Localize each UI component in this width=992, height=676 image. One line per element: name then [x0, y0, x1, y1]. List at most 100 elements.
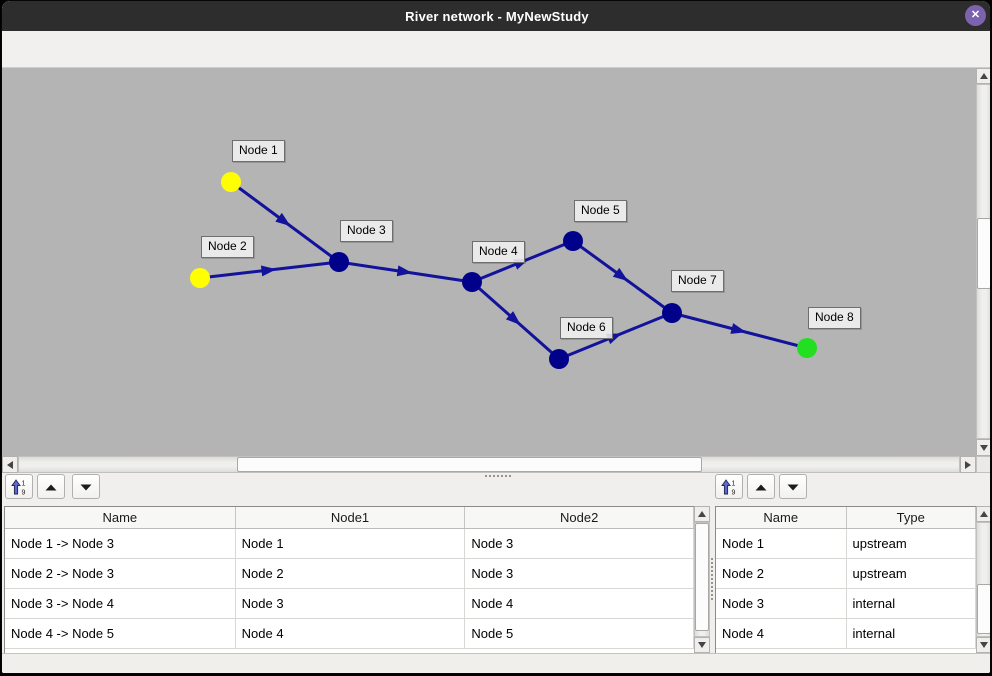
table-cell[interactable]: Node 2	[716, 559, 847, 588]
canvas-scroll-down-button[interactable]	[976, 439, 990, 456]
network-node[interactable]	[190, 268, 210, 288]
network-node[interactable]	[549, 349, 569, 369]
canvas-scroll-up-button[interactable]	[976, 68, 990, 84]
node-label[interactable]: Node 4	[472, 241, 525, 263]
nodes-scroll-down-button[interactable]	[976, 637, 990, 653]
node-label[interactable]: Node 1	[232, 140, 285, 162]
table-cell[interactable]: Node 4	[465, 589, 694, 618]
node-label[interactable]: Node 2	[201, 236, 254, 258]
close-button[interactable]: ✕	[965, 5, 986, 26]
table-cell[interactable]: Node 4	[236, 619, 466, 648]
table-cell[interactable]: Node 1	[716, 529, 847, 558]
table-cell[interactable]: Node 3	[465, 529, 694, 558]
table-cell[interactable]: Node 2 -> Node 3	[5, 559, 236, 588]
move-down-icon	[80, 484, 92, 490]
table-cell[interactable]: Node 3	[716, 589, 847, 618]
network-edge[interactable]	[338, 260, 473, 284]
sort-icon: 19	[721, 478, 736, 496]
table-cell[interactable]: Node 1	[236, 529, 466, 558]
network-edge[interactable]	[471, 280, 560, 361]
table-cell[interactable]: Node 4	[716, 619, 847, 648]
table-cell[interactable]: Node 3 -> Node 4	[5, 589, 236, 618]
nodes-table-vscrollbar	[976, 506, 990, 653]
move-down-button[interactable]	[72, 474, 100, 499]
node-label[interactable]: Node 3	[340, 220, 393, 242]
links-vscroll-thumb[interactable]	[695, 523, 709, 631]
table-cell[interactable]: internal	[847, 589, 976, 618]
node-label[interactable]: Node 7	[671, 270, 724, 292]
triangle-up-icon	[698, 511, 706, 517]
move-down-icon	[787, 484, 799, 490]
network-node[interactable]	[329, 252, 349, 272]
svg-text:1: 1	[22, 480, 26, 487]
table-cell[interactable]: Node 4 -> Node 5	[5, 619, 236, 648]
network-node[interactable]	[797, 338, 817, 358]
main-toolbar	[2, 31, 990, 94]
table-row	[716, 649, 976, 653]
table-cell[interactable]: upstream	[847, 559, 976, 588]
move-down-button[interactable]	[779, 474, 807, 499]
titlebar: River network - MyNewStudy ✕	[2, 1, 990, 31]
canvas-scroll-left-button[interactable]	[2, 456, 18, 473]
triangle-up-icon	[980, 73, 988, 79]
table-cell[interactable]: internal	[847, 619, 976, 648]
table-cell[interactable]: Node 3	[465, 559, 694, 588]
node-label[interactable]: Node 5	[574, 200, 627, 222]
network-edge[interactable]	[671, 311, 808, 350]
network-edge[interactable]	[572, 239, 673, 315]
column-header[interactable]: Name	[5, 507, 236, 528]
links-scroll-up-button[interactable]	[694, 506, 710, 522]
nodes-vscroll-thumb[interactable]	[977, 584, 990, 634]
node-label[interactable]: Node 6	[560, 317, 613, 339]
column-header[interactable]: Type	[847, 507, 976, 528]
table-cell[interactable]: upstream	[847, 529, 976, 558]
statusbar	[2, 653, 990, 673]
canvas-vscroll-thumb[interactable]	[977, 218, 990, 289]
network-svg	[190, 172, 817, 369]
canvas-hscroll-thumb[interactable]	[237, 457, 702, 472]
table-cell[interactable]: Node 2	[236, 559, 466, 588]
table-cell[interactable]: Node 5	[465, 619, 694, 648]
network-canvas[interactable]: Node 1 Node 2 Node 3 Node 4 Node 5 Node 6 Node…	[2, 68, 976, 456]
table-cell[interactable]: Node 1 -> Node 3	[5, 529, 236, 558]
triangle-left-icon	[7, 460, 13, 469]
table-cell[interactable]: Node 3	[236, 589, 466, 618]
network-node[interactable]	[662, 303, 682, 323]
links-scroll-down-button[interactable]	[694, 637, 710, 653]
svg-text:9: 9	[22, 489, 26, 496]
canvas-scroll-right-button[interactable]	[960, 456, 976, 473]
nodes-scroll-up-button[interactable]	[976, 506, 990, 522]
network-edge[interactable]	[230, 180, 340, 264]
network-edge[interactable]	[558, 311, 673, 361]
window-title: River network - MyNewStudy	[405, 8, 589, 24]
move-up-button[interactable]	[37, 474, 65, 499]
node-label[interactable]: Node 8	[808, 307, 861, 329]
column-header[interactable]: Node1	[236, 507, 466, 528]
network-edge[interactable]	[199, 260, 340, 280]
column-header[interactable]: Node2	[465, 507, 695, 528]
horizontal-splitter-handle[interactable]	[484, 474, 512, 478]
network-node[interactable]	[462, 272, 482, 292]
vertical-splitter-handle[interactable]	[710, 557, 716, 601]
svg-text:1: 1	[732, 480, 736, 487]
column-header[interactable]: Name	[716, 507, 847, 528]
move-up-button[interactable]	[747, 474, 775, 499]
network-node[interactable]	[563, 231, 583, 251]
triangle-down-icon	[980, 642, 988, 648]
close-icon: ✕	[970, 9, 981, 21]
network-node[interactable]	[221, 172, 241, 192]
